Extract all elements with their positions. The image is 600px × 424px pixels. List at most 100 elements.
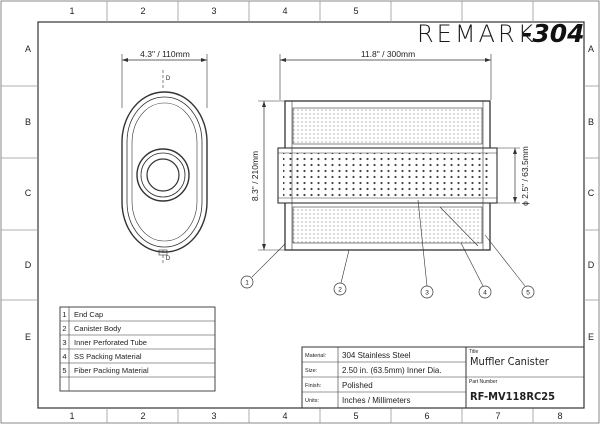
parts-list: [59, 306, 216, 392]
inner-diameter-dimension: ϕ 2.5" / 63.5mm: [520, 146, 530, 206]
end-view-labels: 4.3" / 110mm D D: [140, 49, 190, 262]
part-name: Canister Body: [74, 324, 121, 333]
section-marker: D: [166, 76, 171, 82]
leader-line: [460, 242, 484, 287]
balloon-3: [420, 285, 434, 299]
balloon-number: 5: [526, 290, 530, 297]
balloon-4: [478, 285, 492, 299]
column-label: 3: [211, 6, 216, 16]
arrowhead: [485, 58, 491, 62]
leader-line: [417, 199, 428, 287]
end-cap-inner: [131, 102, 198, 242]
part-number-label: Part Number: [469, 379, 498, 385]
column-label: 1: [69, 411, 74, 421]
end-cap-outer: [121, 91, 208, 253]
side-view: [258, 54, 520, 251]
part-number: 3: [62, 338, 66, 347]
title-block-text: Material: 304 Stainless Steel Size: 2.50…: [305, 349, 555, 405]
arrowhead: [513, 197, 517, 203]
finish-value: Polished: [342, 381, 373, 390]
section-marker: D: [166, 256, 171, 262]
balloon-number: 3: [425, 290, 429, 297]
end-cap-rim: [126, 96, 203, 248]
material-label: Material:: [305, 353, 327, 359]
leader-lines: [251, 199, 526, 287]
leader-line: [251, 243, 286, 278]
column-label: 2: [140, 6, 145, 16]
finish-label: Finish:: [305, 383, 322, 389]
balloon-2: [333, 282, 347, 296]
column-label: 4: [282, 6, 287, 16]
drain-boss: [158, 249, 168, 256]
part-number: 1: [62, 310, 66, 319]
outlet-flange: [136, 148, 190, 202]
arrowhead: [262, 244, 266, 250]
side-view-labels: 11.8" / 300mm 8.3" / 210mm ϕ 2.5" / 63.5…: [250, 49, 530, 206]
leader-line: [340, 249, 350, 284]
title-block: [301, 346, 585, 409]
part-number-value: RF-MV118RC25: [470, 390, 555, 403]
column-label: 5: [353, 411, 358, 421]
balloons: [240, 275, 535, 299]
arrowhead: [201, 58, 207, 62]
title-value: Muffler Canister: [470, 355, 550, 368]
balloon-number: 2: [338, 287, 342, 294]
row-label: A: [588, 44, 594, 54]
part-name: SS Packing Material: [74, 352, 142, 361]
hatch-line: [439, 206, 479, 247]
title-label: Title: [469, 349, 478, 355]
packing-lower: [292, 206, 483, 244]
balloon-number: 4: [483, 290, 487, 297]
part-name: Inner Perforated Tube: [74, 338, 147, 347]
balloon-labels: 1 2 3 4 5: [245, 280, 530, 297]
perforation-holes: [283, 153, 492, 198]
part-number: 4: [62, 352, 66, 361]
packing-upper: [292, 107, 483, 145]
row-label: D: [25, 260, 32, 270]
column-label: 3: [211, 411, 216, 421]
units-label: Units:: [305, 398, 320, 404]
part-name: Fiber Packing Material: [74, 366, 149, 375]
end-width-dimension: 4.3" / 110mm: [140, 49, 190, 59]
arrowhead: [280, 58, 286, 62]
arrowhead: [262, 101, 266, 107]
row-label: C: [25, 188, 32, 198]
row-label: E: [25, 332, 31, 342]
row-labels: A B C D E A B C D E: [25, 44, 595, 342]
column-label: 2: [140, 411, 145, 421]
size-label: Size:: [305, 368, 318, 374]
units-value: Inches / Millimeters: [342, 396, 410, 405]
row-label: A: [25, 44, 31, 54]
column-labels-bottom: 1 2 3 4 5 6 7 8: [69, 411, 562, 421]
outlet-bore: [146, 158, 180, 192]
row-label: E: [588, 332, 594, 342]
column-label: 8: [557, 411, 562, 421]
size-value: 2.50 in. (63.5mm) Inner Dia.: [342, 366, 442, 375]
body-length-dimension: 11.8" / 300mm: [361, 49, 415, 59]
row-label: C: [588, 188, 595, 198]
balloon-5: [521, 285, 535, 299]
material-value: 304 Stainless Steel: [342, 351, 411, 360]
column-labels-top: 1 2 3 4 5: [69, 6, 358, 16]
part-number: 2: [62, 324, 66, 333]
arrowhead: [122, 58, 128, 62]
arrowhead: [513, 148, 517, 154]
column-label: 1: [69, 6, 74, 16]
title-block-frame: [301, 346, 585, 409]
row-label: B: [588, 117, 594, 127]
column-label: 5: [353, 6, 358, 16]
column-label: 7: [495, 411, 500, 421]
column-label: 4: [282, 411, 287, 421]
parts-list-text: 1 End Cap 2 Canister Body 3 Inner Perfor…: [62, 310, 149, 375]
balloon-number: 1: [245, 280, 249, 287]
column-label: 6: [424, 411, 429, 421]
logo-text: REMARK: [417, 20, 536, 48]
outlet-flange-inner: [140, 152, 186, 198]
end-view: [121, 54, 208, 264]
balloon-1: [240, 275, 254, 289]
row-label: D: [588, 260, 595, 270]
row-label: B: [25, 117, 31, 127]
